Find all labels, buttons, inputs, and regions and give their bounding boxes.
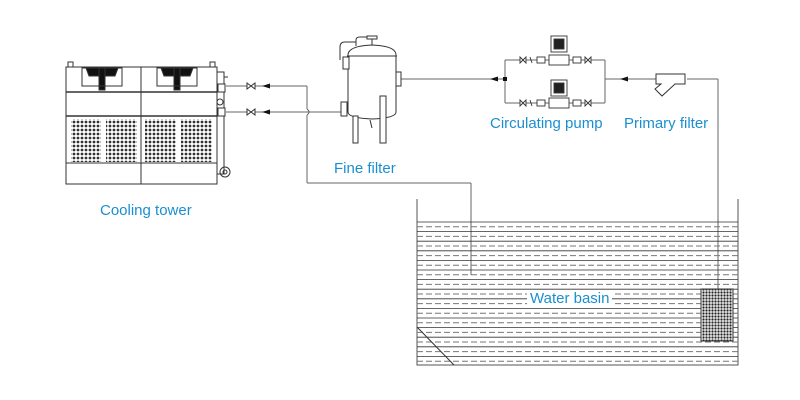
primary-filter-label: Primary filter (624, 115, 709, 132)
valve-icon (246, 82, 256, 90)
fine-filter (339, 35, 402, 144)
pump-unit-bottom (519, 79, 592, 109)
circulating-pump-label: Circulating pump (490, 115, 603, 132)
fan-icon (156, 67, 198, 91)
fine-filter-label: Fine filter (334, 160, 396, 177)
water-basin (416, 199, 739, 366)
circulating-pump (519, 35, 592, 109)
flow-arrows (262, 76, 628, 115)
primary-filter (654, 73, 686, 97)
arrow-icon (620, 76, 628, 82)
junction-icon (503, 77, 507, 81)
pump-unit-top (519, 35, 592, 66)
fill-media (145, 119, 176, 162)
fill-media (71, 119, 101, 162)
cooling-tower (65, 61, 231, 185)
pump-motor-icon (219, 166, 231, 178)
water-basin-label: Water basin (527, 290, 613, 308)
arrow-icon (262, 83, 270, 89)
arrow-icon (490, 76, 498, 82)
pipes (226, 59, 719, 297)
suction-strainer (700, 288, 734, 342)
cooling-tower-label: Cooling tower (100, 202, 192, 219)
fan-icon (81, 67, 123, 91)
fill-media (106, 119, 137, 162)
arrow-icon (262, 109, 270, 115)
valve-icon (246, 108, 256, 116)
fill-media (181, 119, 212, 162)
